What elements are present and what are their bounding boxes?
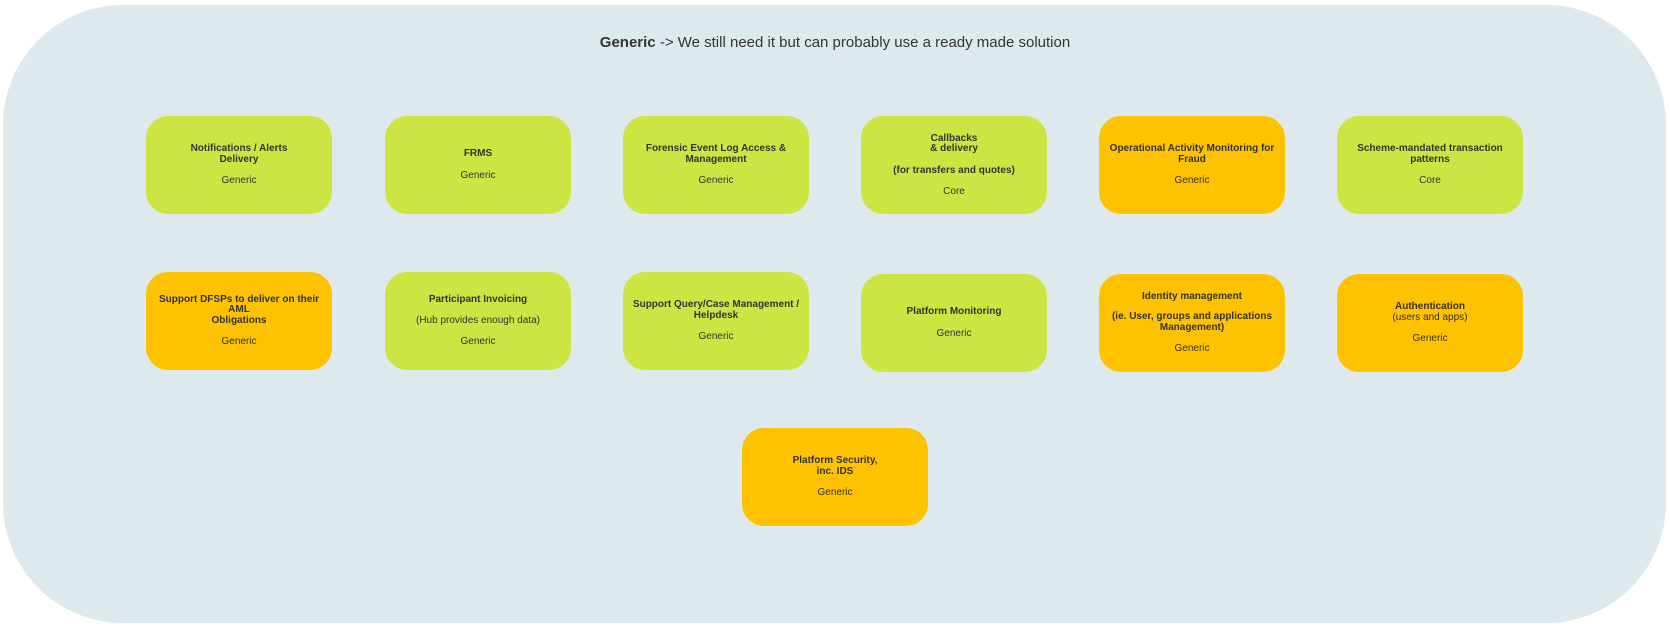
node-title: Helpdesk	[693, 309, 739, 321]
node-classification-tag: Generic	[1412, 333, 1448, 344]
node-title: & delivery	[930, 143, 978, 154]
node-title: inc. IDS	[816, 465, 854, 477]
node-classification-tag: Core	[943, 185, 965, 197]
node-detail: Management)	[1159, 321, 1225, 333]
node-title: Notifications / Alerts	[190, 143, 288, 154]
category-header: Generic -> We still need it but can prob…	[0, 34, 1670, 51]
node-title: Participant Invoicing	[428, 293, 528, 305]
node-classification-tag: Generic	[460, 169, 496, 181]
node-title: Support Query/Case Management /	[632, 299, 800, 310]
node-classification-tag: Core	[1419, 175, 1441, 186]
node-classification-tag: Generic	[936, 327, 972, 339]
node-authentication: Authentication(users and apps) Generic	[1337, 274, 1523, 372]
node-detail: (Hub provides enough data)	[416, 315, 540, 327]
header-description: -> We still need it but can probably use…	[655, 34, 1071, 51]
node-classification-tag: Generic	[221, 336, 257, 348]
node-title: Identity management	[1141, 290, 1243, 302]
node-classification-tag: Generic	[1174, 175, 1210, 186]
node-identity: Identity management (ie. User, groups and…	[1099, 274, 1285, 372]
node-classification-tag: Generic	[698, 331, 734, 342]
node-classification-tag: Generic	[817, 487, 853, 498]
node-invoicing: Participant Invoicing (Hub provides enoug…	[385, 272, 571, 370]
node-title: Callbacks	[930, 132, 978, 144]
header-bold-term: Generic	[599, 34, 656, 51]
node-title: Scheme-mandated transaction patterns	[1357, 143, 1503, 165]
node-security: Platform Security,inc. IDS Generic	[742, 428, 928, 526]
node-title: Management	[685, 153, 747, 165]
node-classification-tag: Generic	[1174, 343, 1210, 355]
node-title: Forensic Event Log Access &	[645, 143, 787, 154]
node-classification-tag: Generic	[221, 175, 257, 186]
node-title: Support DFSPs to deliver on their AML	[158, 293, 319, 316]
node-classification-tag: Generic	[698, 175, 734, 186]
node-detail: (for transfers and quotes)	[893, 164, 1015, 176]
node-title: Fraud	[1178, 153, 1206, 165]
node-title: Obligations	[211, 314, 267, 326]
node-classification-tag: Generic	[460, 336, 496, 348]
node-subtitle: (users and apps)	[1392, 311, 1468, 323]
node-frms: FRMS Generic	[385, 116, 571, 214]
node-title: Operational Activity Monitoring for	[1109, 143, 1275, 154]
node-title: Delivery	[219, 153, 259, 165]
node-title: Platform Security,	[792, 455, 878, 466]
node-title: Platform Monitoring	[906, 306, 1002, 318]
node-detail: (ie. User, groups and applications	[1111, 311, 1273, 323]
node-title: FRMS	[463, 148, 493, 160]
node-title: Authentication	[1395, 301, 1465, 312]
node-callbacks: Callbacks& delivery (for transfers and qu…	[861, 116, 1047, 214]
